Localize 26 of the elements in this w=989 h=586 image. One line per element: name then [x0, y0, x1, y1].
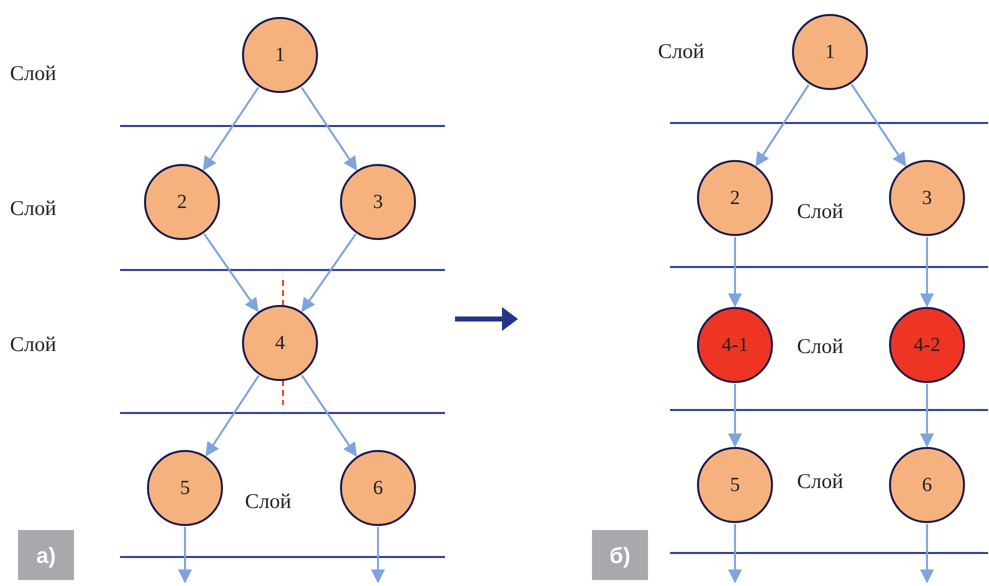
arrow: [920, 384, 934, 448]
layer-label: Слой: [797, 198, 844, 225]
arrow: [202, 86, 260, 171]
layer-label: Слой: [10, 195, 56, 222]
layer-label: Слой: [245, 488, 292, 515]
arrow: [178, 527, 192, 584]
arrow: [300, 86, 358, 171]
arrow: [920, 237, 934, 308]
layer-label: Слой: [797, 468, 844, 495]
arrow: [206, 375, 260, 457]
arrow: [301, 374, 357, 457]
arrow: [371, 527, 385, 584]
layer-label: Слой: [797, 333, 844, 360]
arrow: [301, 233, 357, 312]
arrow: [728, 524, 742, 584]
layer-label: Слой: [658, 38, 704, 65]
layer-label: Слой: [10, 60, 56, 87]
panel-label: а): [18, 530, 74, 580]
arrow: [755, 84, 810, 166]
arrow: [850, 84, 906, 167]
arrow: [920, 524, 934, 584]
arrow: [728, 237, 742, 308]
panel-label: б): [592, 530, 648, 580]
layer-label: Слой: [10, 331, 56, 358]
arrow: [203, 233, 259, 312]
arrow: [728, 384, 742, 448]
